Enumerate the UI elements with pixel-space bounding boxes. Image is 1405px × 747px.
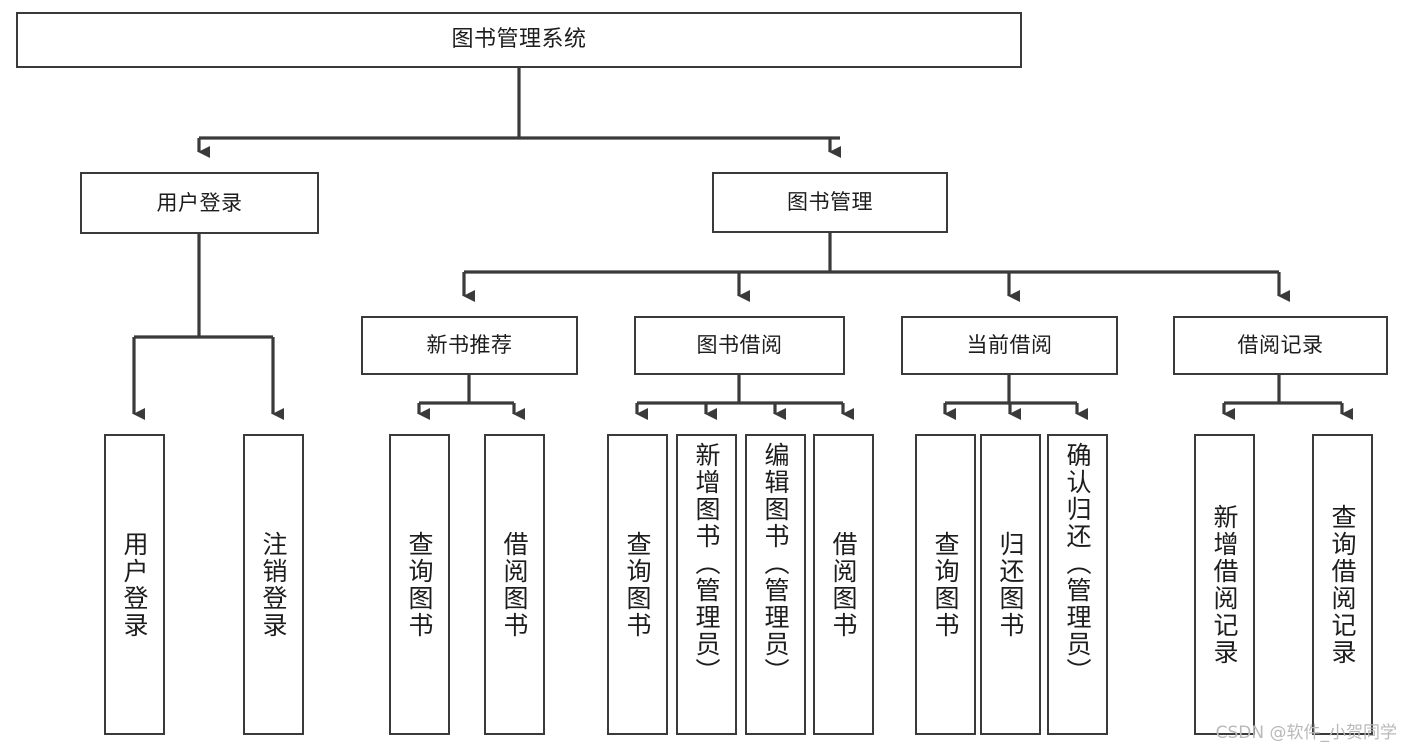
node-label: 查询图书 bbox=[623, 530, 652, 639]
node-leaf-return-book[interactable]: 归还图书 bbox=[980, 434, 1041, 735]
node-label: 注销登录 bbox=[259, 530, 288, 639]
node-label: 借阅图书 bbox=[829, 530, 858, 639]
node-leaf-confirm-return[interactable]: 确认归还（管理员） bbox=[1047, 434, 1108, 735]
node-label: 借阅记录 bbox=[1237, 333, 1324, 358]
node-leaf-logout[interactable]: 注销登录 bbox=[243, 434, 304, 735]
node-user-login[interactable]: 用户登录 bbox=[80, 172, 319, 234]
node-root-book-management-system[interactable]: 图书管理系统 bbox=[16, 12, 1022, 68]
node-label: 新增图书（管理员） bbox=[692, 442, 721, 685]
node-label: 查询借阅记录 bbox=[1328, 503, 1357, 666]
node-label: 用户登录 bbox=[120, 530, 149, 639]
node-label: 图书借阅 bbox=[696, 333, 783, 358]
node-label: 图书管理系统 bbox=[451, 27, 587, 53]
node-book-management[interactable]: 图书管理 bbox=[712, 172, 948, 233]
node-label: 归还图书 bbox=[996, 530, 1025, 639]
node-label: 查询图书 bbox=[405, 530, 434, 639]
node-label: 当前借阅 bbox=[966, 333, 1053, 358]
watermark-text: CSDN @软件_小贺同学 bbox=[1215, 723, 1397, 743]
node-leaf-edit-book[interactable]: 编辑图书（管理员） bbox=[745, 434, 806, 735]
node-borrow-record[interactable]: 借阅记录 bbox=[1173, 316, 1388, 375]
node-label: 新书推荐 bbox=[426, 333, 513, 358]
node-leaf-query-book-1[interactable]: 查询图书 bbox=[389, 434, 450, 735]
node-leaf-query-record[interactable]: 查询借阅记录 bbox=[1312, 434, 1373, 735]
node-label: 新增借阅记录 bbox=[1210, 503, 1239, 666]
node-current-borrow[interactable]: 当前借阅 bbox=[901, 316, 1118, 375]
node-leaf-query-book-2[interactable]: 查询图书 bbox=[607, 434, 668, 735]
node-leaf-add-record[interactable]: 新增借阅记录 bbox=[1194, 434, 1255, 735]
node-label: 图书管理 bbox=[787, 190, 873, 215]
node-new-book-recommend[interactable]: 新书推荐 bbox=[361, 316, 578, 375]
node-label: 查询图书 bbox=[931, 530, 960, 639]
node-book-borrow[interactable]: 图书借阅 bbox=[634, 316, 845, 375]
node-label: 用户登录 bbox=[156, 190, 243, 215]
node-leaf-user-login[interactable]: 用户登录 bbox=[104, 434, 165, 735]
node-label: 借阅图书 bbox=[500, 530, 529, 639]
node-leaf-borrow-book-2[interactable]: 借阅图书 bbox=[813, 434, 874, 735]
node-leaf-add-book[interactable]: 新增图书（管理员） bbox=[676, 434, 737, 735]
node-label: 确认归还（管理员） bbox=[1063, 442, 1092, 685]
node-leaf-query-book-3[interactable]: 查询图书 bbox=[915, 434, 976, 735]
node-leaf-borrow-book-1[interactable]: 借阅图书 bbox=[484, 434, 545, 735]
node-label: 编辑图书（管理员） bbox=[761, 442, 790, 685]
